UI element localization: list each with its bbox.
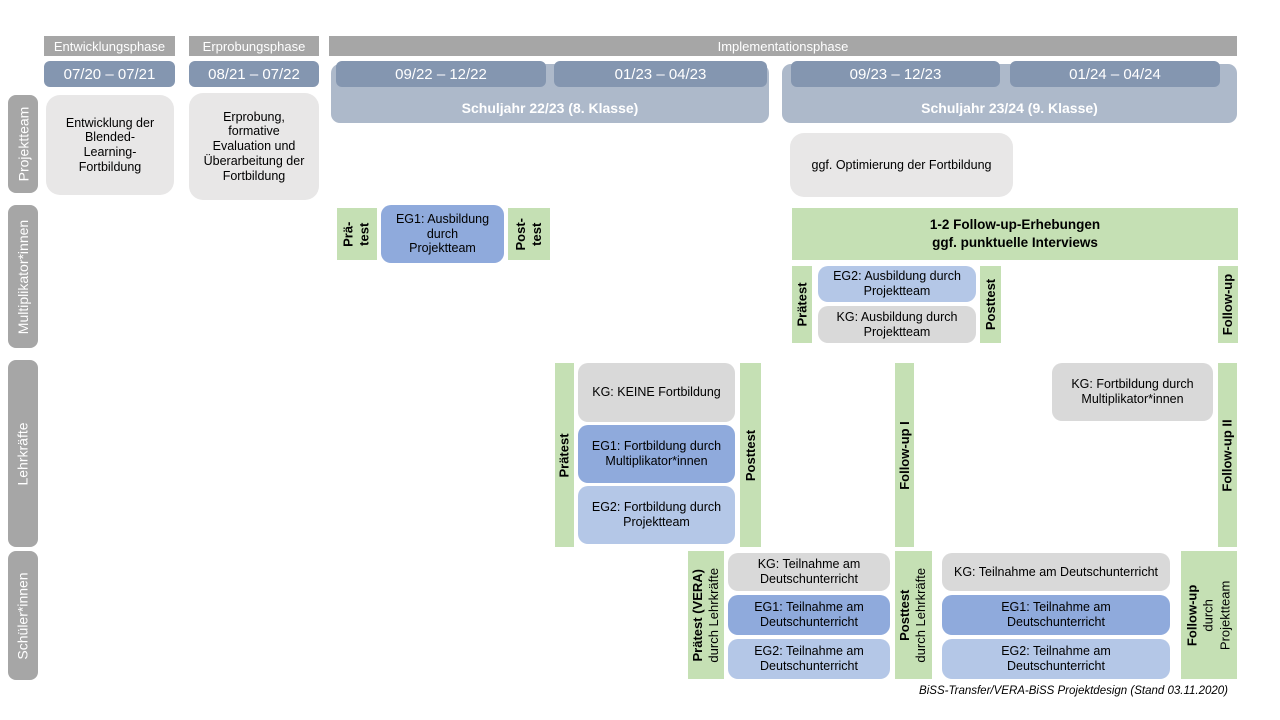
label-text: Posttest bbox=[743, 429, 759, 481]
school-year-label: Schuljahr 22/23 (8. Klasse) bbox=[461, 100, 639, 116]
box-eg2-ausbildung-projektteam: EG2: Ausbildung durch Projektteam bbox=[818, 266, 976, 302]
date-bar-0123-0423: 01/23 – 04/23 bbox=[554, 61, 767, 87]
box-optimierung-fortbildung: ggf. Optimierung der Fortbildung bbox=[790, 133, 1013, 197]
phase-label: Erprobungsphase bbox=[202, 38, 306, 54]
label-line: Prä- bbox=[340, 221, 356, 247]
date-label: 01/23 – 04/23 bbox=[614, 65, 707, 83]
box-text: EG1: Ausbildung durch Projektteam bbox=[395, 211, 490, 256]
date-bar-0923-1223: 09/23 – 12/23 bbox=[791, 61, 1000, 87]
footer-caption: BiSS-Transfer/VERA-BiSS Projektdesign (S… bbox=[919, 685, 1228, 697]
box-kg-keine-fortbildung: KG: KEINE Fortbildung bbox=[578, 363, 735, 422]
row-label-multiplikatorinnen: Multiplikator*innen bbox=[8, 205, 38, 348]
box-text: EG2: Fortbildung durch Projektteam bbox=[591, 500, 722, 529]
school-year-label: Schuljahr 23/24 (9. Klasse) bbox=[921, 100, 1098, 116]
label-text: Follow-up bbox=[1220, 273, 1236, 336]
box-kg-ausbildung-projektteam: KG: Ausbildung durch Projektteam bbox=[818, 306, 976, 343]
label-text: Posttest bbox=[983, 278, 999, 331]
box-text: KG: KEINE Fortbildung bbox=[592, 385, 721, 400]
date-label: 09/23 – 12/23 bbox=[849, 65, 942, 83]
box-entwicklung-fortbildung: Entwicklung der Blended-Learning-Fortbil… bbox=[46, 95, 174, 195]
label-praetest-multiplikatoren-2: Prätest bbox=[792, 266, 812, 343]
vertical-label-lines: Prä- test bbox=[341, 221, 374, 246]
label-line: Post- bbox=[512, 217, 528, 251]
box-erprobung-evaluation: Erprobung, formative Evaluation und Über… bbox=[189, 93, 319, 200]
box-text: KG: Teilnahme am Deutschunterricht bbox=[953, 564, 1159, 579]
box-text: EG2: Ausbildung durch Projektteam bbox=[833, 269, 961, 298]
label-text: Prätest bbox=[557, 432, 573, 478]
label-line: Prätest (VERA) bbox=[689, 568, 705, 662]
date-label: 07/20 – 07/21 bbox=[63, 65, 156, 83]
row-label-projektteam: Projektteam bbox=[8, 95, 38, 193]
label-line: test bbox=[529, 222, 544, 246]
phase-label: Implementationsphase bbox=[717, 38, 849, 54]
label-followup-schueler: Follow-up durch Projektteam bbox=[1181, 551, 1237, 679]
box-text: EG1: Teilnahme am Deutschunterricht bbox=[1001, 600, 1111, 629]
box-text: Erprobung, formative Evaluation und Über… bbox=[203, 109, 305, 183]
box-eg2-deutschunterricht-1: EG2: Teilnahme am Deutschunterricht bbox=[728, 639, 890, 679]
date-bar-0922-1222: 09/22 – 12/22 bbox=[336, 61, 546, 87]
box-eg2-deutschunterricht-2: EG2: Teilnahme am Deutschunterricht bbox=[942, 639, 1170, 679]
date-bar-0720-0721: 07/20 – 07/21 bbox=[44, 61, 175, 87]
date-bar-0821-0722: 08/21 – 07/22 bbox=[189, 61, 319, 87]
date-label: 09/22 – 12/22 bbox=[395, 65, 487, 83]
date-label: 01/24 – 04/24 bbox=[1069, 65, 1161, 83]
box-eg2-fortbildung-projektteam: EG2: Fortbildung durch Projektteam bbox=[578, 486, 735, 544]
label-line: test bbox=[356, 222, 372, 246]
date-bar-0124-0424: 01/24 – 04/24 bbox=[1010, 61, 1220, 87]
label-followup-multiplikatoren: Follow-up bbox=[1218, 266, 1238, 343]
box-text: EG2: Teilnahme am Deutschunterricht bbox=[754, 644, 864, 673]
label-praetest-lehrkraefte: Prätest bbox=[555, 363, 574, 547]
box-text: EG1: Fortbildung durch Multiplikator*inn… bbox=[591, 439, 722, 468]
row-label-text: Lehrkräfte bbox=[15, 421, 32, 486]
vertical-label-lines: Follow-up durch Projektteam bbox=[1185, 580, 1234, 649]
box-text: KG: Ausbildung durch Projektteam bbox=[836, 309, 958, 339]
row-label-lehrkraefte: Lehrkräfte bbox=[8, 360, 38, 547]
phase-label: Entwicklungsphase bbox=[53, 38, 166, 54]
vertical-label-lines: Posttest durch Lehrkräfte bbox=[897, 568, 930, 663]
label-posttest-schueler: Posttest durch Lehrkräfte bbox=[895, 551, 932, 679]
vertical-label-lines: Prätest (VERA) durch Lehrkräfte bbox=[690, 568, 723, 663]
row-label-text: Schüler*innen bbox=[15, 571, 32, 660]
vertical-label-lines: Post- test bbox=[513, 218, 546, 251]
label-text: Follow-up II bbox=[1220, 418, 1235, 492]
label-posttest-multiplikatoren-2: Posttest bbox=[980, 266, 1001, 343]
label-text: Prätest bbox=[794, 282, 810, 327]
box-text-line: ggf. punktuelle Interviews bbox=[932, 235, 1098, 250]
box-followup-erhebungen: 1-2 Follow-up-Erhebungen ggf. punktuelle… bbox=[792, 208, 1238, 260]
phase-bar-implementation: Implementationsphase bbox=[329, 36, 1237, 56]
phase-bar-entwicklung: Entwicklungsphase bbox=[44, 36, 175, 56]
label-line: Projektteam bbox=[1217, 580, 1233, 650]
label-followup2-lehrkraefte: Follow-up II bbox=[1218, 363, 1237, 547]
label-text: Follow-up I bbox=[897, 420, 912, 490]
label-praetest-multiplikatoren-1: Prä- test bbox=[337, 208, 377, 260]
box-eg1-deutschunterricht-1: EG1: Teilnahme am Deutschunterricht bbox=[728, 595, 890, 635]
box-kg-deutschunterricht-1: KG: Teilnahme am Deutschunterricht bbox=[728, 553, 890, 591]
box-eg1-ausbildung-projektteam: EG1: Ausbildung durch Projektteam bbox=[381, 205, 504, 263]
label-line: durch Lehrkräfte bbox=[706, 567, 722, 663]
label-posttest-lehrkraefte: Posttest bbox=[740, 363, 761, 547]
box-text: Entwicklung der Blended-Learning-Fortbil… bbox=[65, 115, 155, 174]
label-line: Posttest bbox=[897, 589, 913, 641]
box-text: ggf. Optimierung der Fortbildung bbox=[811, 157, 992, 172]
label-praetest-vera-schueler: Prätest (VERA) durch Lehrkräfte bbox=[688, 551, 724, 679]
label-line: durch Lehrkräfte bbox=[913, 567, 929, 663]
label-line: durch bbox=[1200, 598, 1216, 632]
label-line: Follow-up bbox=[1184, 584, 1200, 646]
box-eg1-fortbildung-multiplikatoren: EG1: Fortbildung durch Multiplikator*inn… bbox=[578, 425, 735, 483]
label-posttest-multiplikatoren-1: Post- test bbox=[508, 208, 550, 260]
box-text-line: 1-2 Follow-up-Erhebungen bbox=[929, 217, 1101, 233]
row-label-text: Projektteam bbox=[15, 106, 32, 182]
box-kg-fortbildung-multiplikatoren: KG: Fortbildung durch Multiplikator*inne… bbox=[1052, 363, 1213, 421]
box-text: KG: Teilnahme am Deutschunterricht bbox=[757, 557, 861, 586]
box-eg1-deutschunterricht-2: EG1: Teilnahme am Deutschunterricht bbox=[942, 595, 1170, 635]
phase-bar-erprobung: Erprobungsphase bbox=[189, 36, 319, 56]
date-label: 08/21 – 07/22 bbox=[208, 65, 300, 83]
box-text: KG: Fortbildung durch Multiplikator*inne… bbox=[1071, 377, 1194, 406]
box-kg-deutschunterricht-2: KG: Teilnahme am Deutschunterricht bbox=[942, 553, 1170, 591]
box-text: EG1: Teilnahme am Deutschunterricht bbox=[754, 600, 864, 629]
row-label-text: Multiplikator*innen bbox=[15, 219, 31, 334]
box-text: EG2: Teilnahme am Deutschunterricht bbox=[1001, 644, 1111, 673]
row-label-schuelerinnen: Schüler*innen bbox=[8, 551, 38, 680]
label-followup1-lehrkraefte: Follow-up I bbox=[895, 363, 914, 547]
